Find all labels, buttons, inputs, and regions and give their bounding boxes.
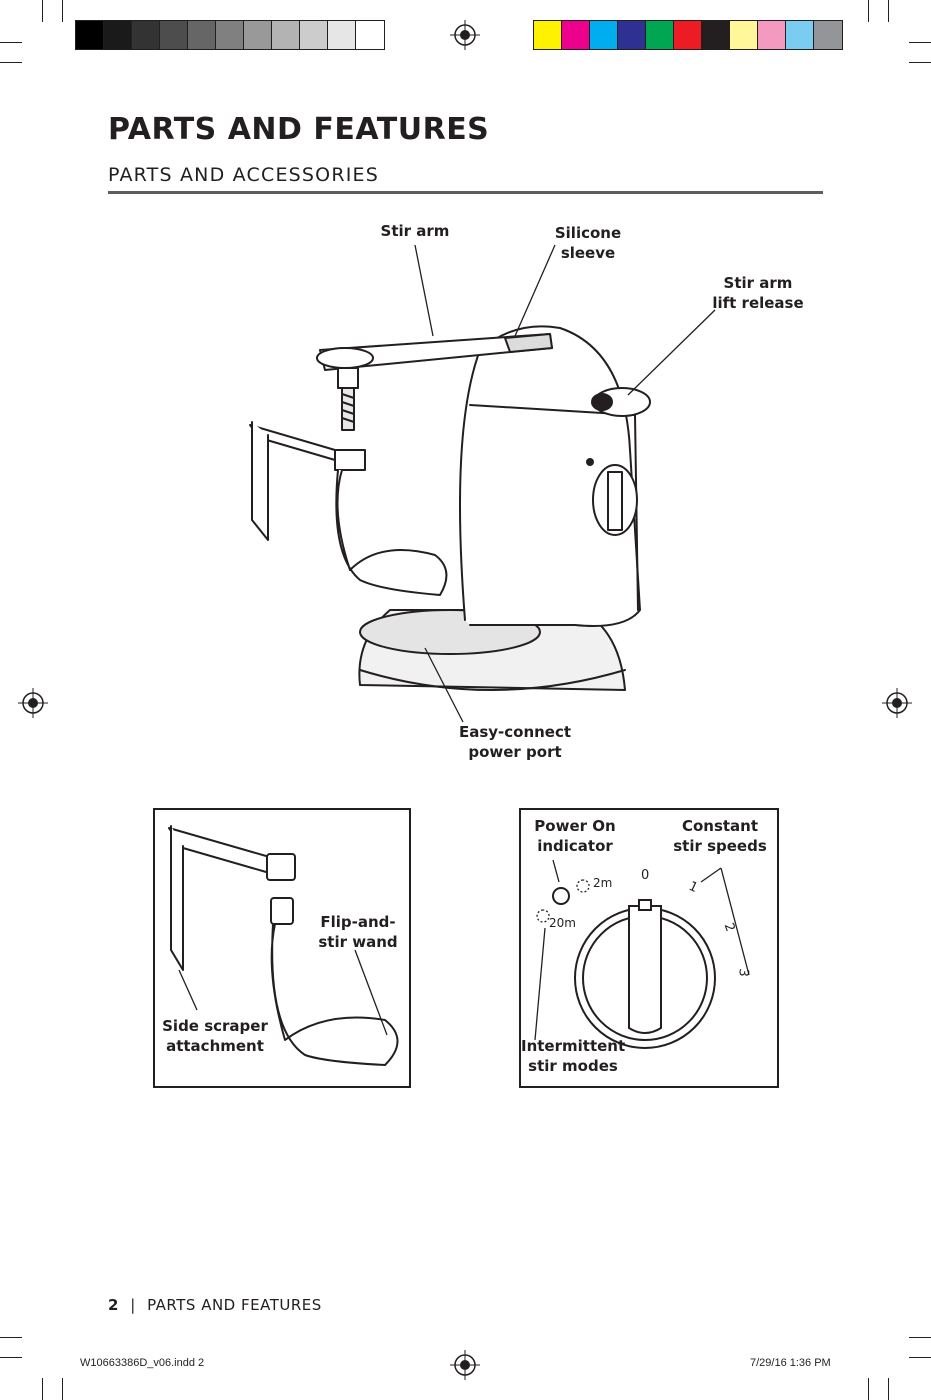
callout-power-on-line2: indicator [537,837,613,855]
dial-label-2m: 2m [593,876,613,890]
callout-constant-stir-speeds: Constant stir speeds [669,816,771,856]
calibration-swatch [328,21,356,49]
callout-side-scraper-line1: Side scraper [162,1017,268,1035]
callout-stir-arm-label: Stir arm [380,222,450,240]
flip-and-stir-wand-illustration [168,825,399,1066]
callout-power-on-indicator: Power On indicator [527,816,623,856]
callout-constant-line1: Constant [681,817,759,835]
callout-silicone-sleeve: Silicone sleeve [540,223,636,263]
calibration-swatch [188,21,216,49]
callout-easy-connect-power-port: Easy-connect power port [455,722,575,762]
calibration-swatch [590,21,618,49]
registration-target-icon [882,688,912,718]
calibration-swatch [104,21,132,49]
callout-side-scraper-attachment: Side scraper attachment [157,1016,273,1056]
calibration-swatch [618,21,646,49]
dial-label-speed-3: 3 [735,967,751,978]
callout-intermittent-line1: Intermittent [521,1037,626,1055]
calibration-swatch [646,21,674,49]
footer-separator: | [130,1296,136,1314]
calibration-swatch [160,21,188,49]
callout-silicone-sleeve-line1: Silicone [554,224,622,242]
registration-target-icon [18,688,48,718]
calibration-swatch [814,21,842,49]
callout-flip-wand-line2: stir wand [318,933,398,951]
callout-leaders [414,244,716,723]
calibration-swatch [562,21,590,49]
calibration-swatch [730,21,758,49]
calibration-swatch [674,21,702,49]
page-title: PARTS AND FEATURES [108,112,490,147]
callout-flip-and-stir-wand: Flip-and- stir wand [313,912,403,952]
callout-power-port-line1: Easy-connect [458,723,572,741]
calibration-swatch [702,21,730,49]
file-slug: W10663386D_v06.indd 2 [80,1357,205,1369]
calibration-swatch [216,21,244,49]
date-slug: 7/29/16 1:36 PM [750,1357,831,1369]
dial-label-off: 0 [641,868,650,883]
callout-stir-arm-lift-release: Stir arm lift release [706,273,810,313]
callout-lift-release-line2: lift release [712,294,804,312]
callout-intermittent-line2: stir modes [528,1057,618,1075]
page-footer: 2 | PARTS AND FEATURES [108,1296,322,1314]
calibration-swatch [244,21,272,49]
callout-silicone-sleeve-line2: sleeve [560,244,616,262]
color-calibration-bar [533,20,843,50]
wand-detail-box: Flip-and- stir wand Side scraper attachm… [153,808,411,1088]
callout-constant-line2: stir speeds [673,837,767,855]
control-dial-illustration [534,859,750,1049]
section-rule [108,191,823,194]
calibration-swatch [534,21,562,49]
callout-intermittent-stir-modes: Intermittent stir modes [521,1036,625,1076]
page-number: 2 [108,1296,119,1314]
callout-side-scraper-line2: attachment [166,1037,264,1055]
stir-tower-illustration [249,325,651,691]
dial-label-20m: 20m [549,916,576,930]
registration-target-icon [450,1350,480,1380]
callout-flip-wand-line1: Flip-and- [320,913,396,931]
calibration-swatch [272,21,300,49]
section-subtitle: PARTS AND ACCESSORIES [108,164,379,186]
callout-stir-arm: Stir arm [370,221,460,241]
calibration-swatch [76,21,104,49]
callout-lift-release-line1: Stir arm [723,274,793,292]
calibration-swatch [786,21,814,49]
calibration-swatch [758,21,786,49]
calibration-swatch [300,21,328,49]
dial-detail-box: 2m 20m 0 1 2 3 Power On indicator Consta… [519,808,779,1088]
registration-target-icon [450,20,480,50]
calibration-swatch [356,21,384,49]
callout-power-on-line1: Power On [534,817,616,835]
footer-section-name: PARTS AND FEATURES [147,1296,322,1314]
grayscale-calibration-bar [75,20,385,50]
callout-power-port-line2: power port [468,743,562,761]
calibration-swatch [132,21,160,49]
